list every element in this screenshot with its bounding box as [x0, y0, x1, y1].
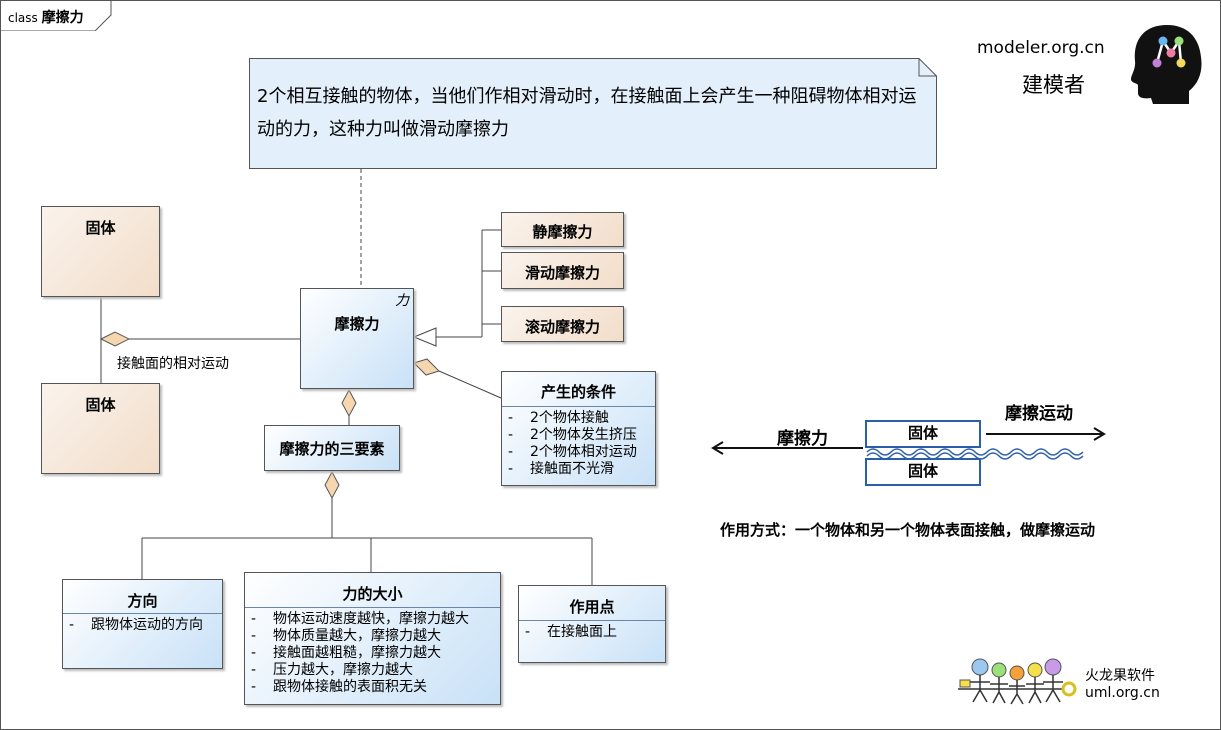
rolling-friction-title: 滚动摩擦力	[524, 318, 600, 336]
three-elements-box[interactable]: 摩擦力的三要素	[264, 425, 400, 471]
illustration-bottom-block: 固体	[865, 458, 981, 486]
friction-stereotype: 力	[395, 293, 409, 309]
motion-arrow-head	[1093, 427, 1106, 441]
frame-label: class 摩擦力	[8, 7, 84, 27]
aggregation-diamond-tree	[324, 470, 340, 500]
list-item: -压力越大，摩擦力越大	[251, 662, 413, 678]
illustration-friction-label: 摩擦力	[777, 429, 828, 449]
brand-figures-icon	[958, 658, 1077, 705]
frame-name: 摩擦力	[41, 10, 84, 26]
direction-box[interactable]: 方向 -跟物体运动的方向	[62, 579, 223, 669]
conditions-box[interactable]: 产生的条件 -2个物体接触 -2个物体发生挤压 -2个物体相对运动 -接触面不光…	[501, 371, 656, 486]
solid-bottom-title: 固体	[85, 396, 116, 414]
list-item: -在接触面上	[525, 624, 617, 640]
list-item: -跟物体接触的表面积无关	[251, 679, 427, 695]
note-shape	[249, 58, 937, 169]
friction-title: 摩擦力	[334, 315, 380, 333]
aggregation-diamond-solids	[99, 331, 131, 347]
point-separator	[519, 620, 665, 621]
frame-keyword: class	[8, 11, 38, 25]
illustration-motion-label: 摩擦运动	[1005, 404, 1073, 424]
three-elements-title: 摩擦力的三要素	[279, 440, 385, 458]
conditions-separator	[502, 406, 655, 407]
magnitude-separator	[245, 607, 500, 608]
magnitude-box[interactable]: 力的大小 -物体运动速度越快，摩擦力越大 -物体质量越大，摩擦力越大 -接触面越…	[244, 572, 501, 705]
illustration-caption: 作用方式：一个物体和另一个物体表面接触，做摩擦运动	[720, 521, 1096, 539]
static-friction-box[interactable]: 静摩擦力	[501, 212, 624, 247]
association-label: 接触面的相对运动	[117, 356, 229, 372]
aggregation-diamond-conditions	[413, 358, 440, 376]
list-item: -接触面越粗糙，摩擦力越大	[251, 645, 441, 661]
static-friction-title: 静摩擦力	[532, 223, 593, 241]
rough-surface-line-2	[866, 452, 1084, 460]
friction-arrow-head	[711, 441, 724, 455]
list-item: -跟物体运动的方向	[69, 617, 203, 633]
sliding-friction-box[interactable]: 滑动摩擦力	[501, 252, 624, 289]
point-list: -在接触面上	[519, 621, 665, 641]
solid-bottom-box[interactable]: 固体	[41, 383, 160, 474]
brand-top-name: 建模者	[1022, 73, 1085, 97]
brand-bottom-site: uml.org.cn	[1085, 685, 1160, 701]
list-item: -2个物体接触	[508, 410, 609, 426]
brand-bottom-name: 火龙果软件	[1085, 668, 1155, 684]
solid-top-title: 固体	[85, 219, 116, 237]
aggregation-diamond-three-elements	[341, 388, 357, 418]
generalization-arrow	[412, 327, 437, 347]
magnitude-title: 力的大小	[342, 585, 403, 603]
illustration-top-block: 固体	[865, 420, 981, 448]
definition-note: 2个相互接触的物体，当他们作相对滑动时，在接触面上会产生一种阻碍物体相对运动的力…	[249, 58, 937, 169]
brand-head-icon	[1131, 25, 1202, 104]
point-title: 作用点	[569, 598, 615, 616]
list-item: -2个物体相对运动	[508, 444, 637, 460]
conditions-list: -2个物体接触 -2个物体发生挤压 -2个物体相对运动 -接触面不光滑	[502, 407, 655, 478]
list-item: -接触面不光滑	[508, 461, 614, 477]
direction-separator	[63, 613, 222, 614]
rough-surface-line	[866, 448, 1084, 456]
solid-top-box[interactable]: 固体	[41, 206, 160, 297]
conditions-link	[438, 370, 502, 399]
magnitude-list: -物体运动速度越快，摩擦力越大 -物体质量越大，摩擦力越大 -接触面越粗糙，摩擦…	[245, 608, 500, 696]
list-item: -2个物体发生挤压	[508, 427, 637, 443]
note-text: 2个相互接触的物体，当他们作相对滑动时，在接触面上会产生一种阻碍物体相对运动的力…	[257, 86, 917, 140]
friction-box[interactable]: 力 摩擦力	[300, 288, 414, 389]
list-item: -物体运动速度越快，摩擦力越大	[251, 611, 469, 627]
frame-tab-outline	[1, 1, 112, 31]
conditions-title: 产生的条件	[540, 383, 616, 401]
direction-title: 方向	[127, 592, 158, 610]
sliding-friction-title: 滑动摩擦力	[524, 264, 600, 282]
direction-list: -跟物体运动的方向	[63, 614, 222, 634]
point-box[interactable]: 作用点 -在接触面上	[518, 585, 666, 663]
list-item: -物体质量越大，摩擦力越大	[251, 628, 441, 644]
brand-top-site: modeler.org.cn	[977, 38, 1105, 58]
rolling-friction-box[interactable]: 滚动摩擦力	[501, 306, 624, 342]
